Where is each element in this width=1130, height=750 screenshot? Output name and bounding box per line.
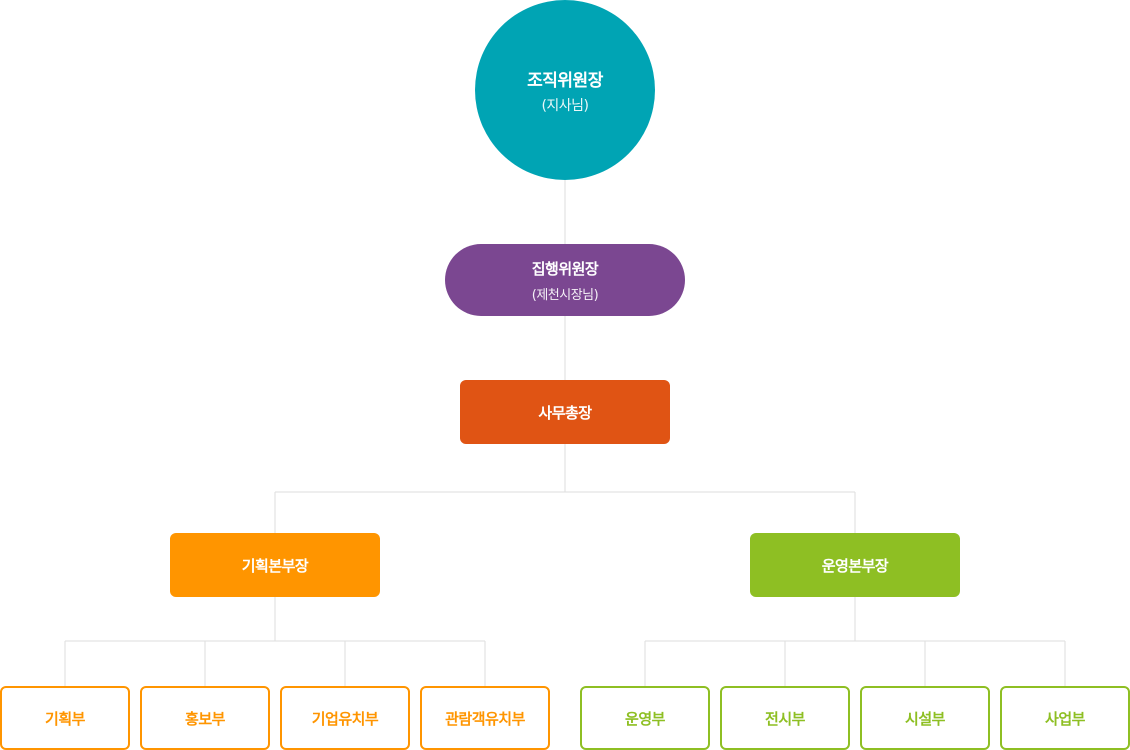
dept-label: 운영부 (625, 709, 665, 728)
dept-planning[interactable]: 기획부 (0, 686, 130, 750)
dept-operation[interactable]: 운영부 (580, 686, 710, 750)
planning-hq-node[interactable]: 기획본부장 (170, 533, 380, 597)
executive-chairman-title: 집행위원장 (531, 259, 599, 278)
dept-exhibition[interactable]: 전시부 (720, 686, 850, 750)
secretary-general-title: 사무총장 (538, 403, 592, 422)
dept-visitor-attraction[interactable]: 관람객유치부 (420, 686, 550, 750)
dept-label: 기획부 (45, 709, 85, 728)
dept-label: 사업부 (1045, 709, 1085, 728)
executive-chairman-node[interactable]: 집행위원장 (제천시장님) (445, 244, 685, 316)
dept-label: 기업유치부 (311, 709, 379, 728)
dept-label: 시설부 (905, 709, 945, 728)
chairman-node[interactable]: 조직위원장 (지사님) (475, 0, 655, 180)
dept-facilities[interactable]: 시설부 (860, 686, 990, 750)
chairman-title: 조직위원장 (527, 70, 603, 91)
executive-chairman-subtitle: (제천시장님) (531, 287, 599, 303)
dept-promotion[interactable]: 홍보부 (140, 686, 270, 750)
operation-hq-node[interactable]: 운영본부장 (750, 533, 960, 597)
dept-business-attraction[interactable]: 기업유치부 (280, 686, 410, 750)
dept-label: 홍보부 (185, 709, 225, 728)
chairman-subtitle: (지사님) (541, 97, 589, 114)
dept-business[interactable]: 사업부 (1000, 686, 1130, 750)
planning-hq-title: 기획본부장 (241, 556, 309, 575)
operation-hq-title: 운영본부장 (821, 556, 889, 575)
secretary-general-node[interactable]: 사무총장 (460, 380, 670, 444)
dept-label: 전시부 (765, 709, 805, 728)
dept-label: 관람객유치부 (445, 709, 525, 728)
